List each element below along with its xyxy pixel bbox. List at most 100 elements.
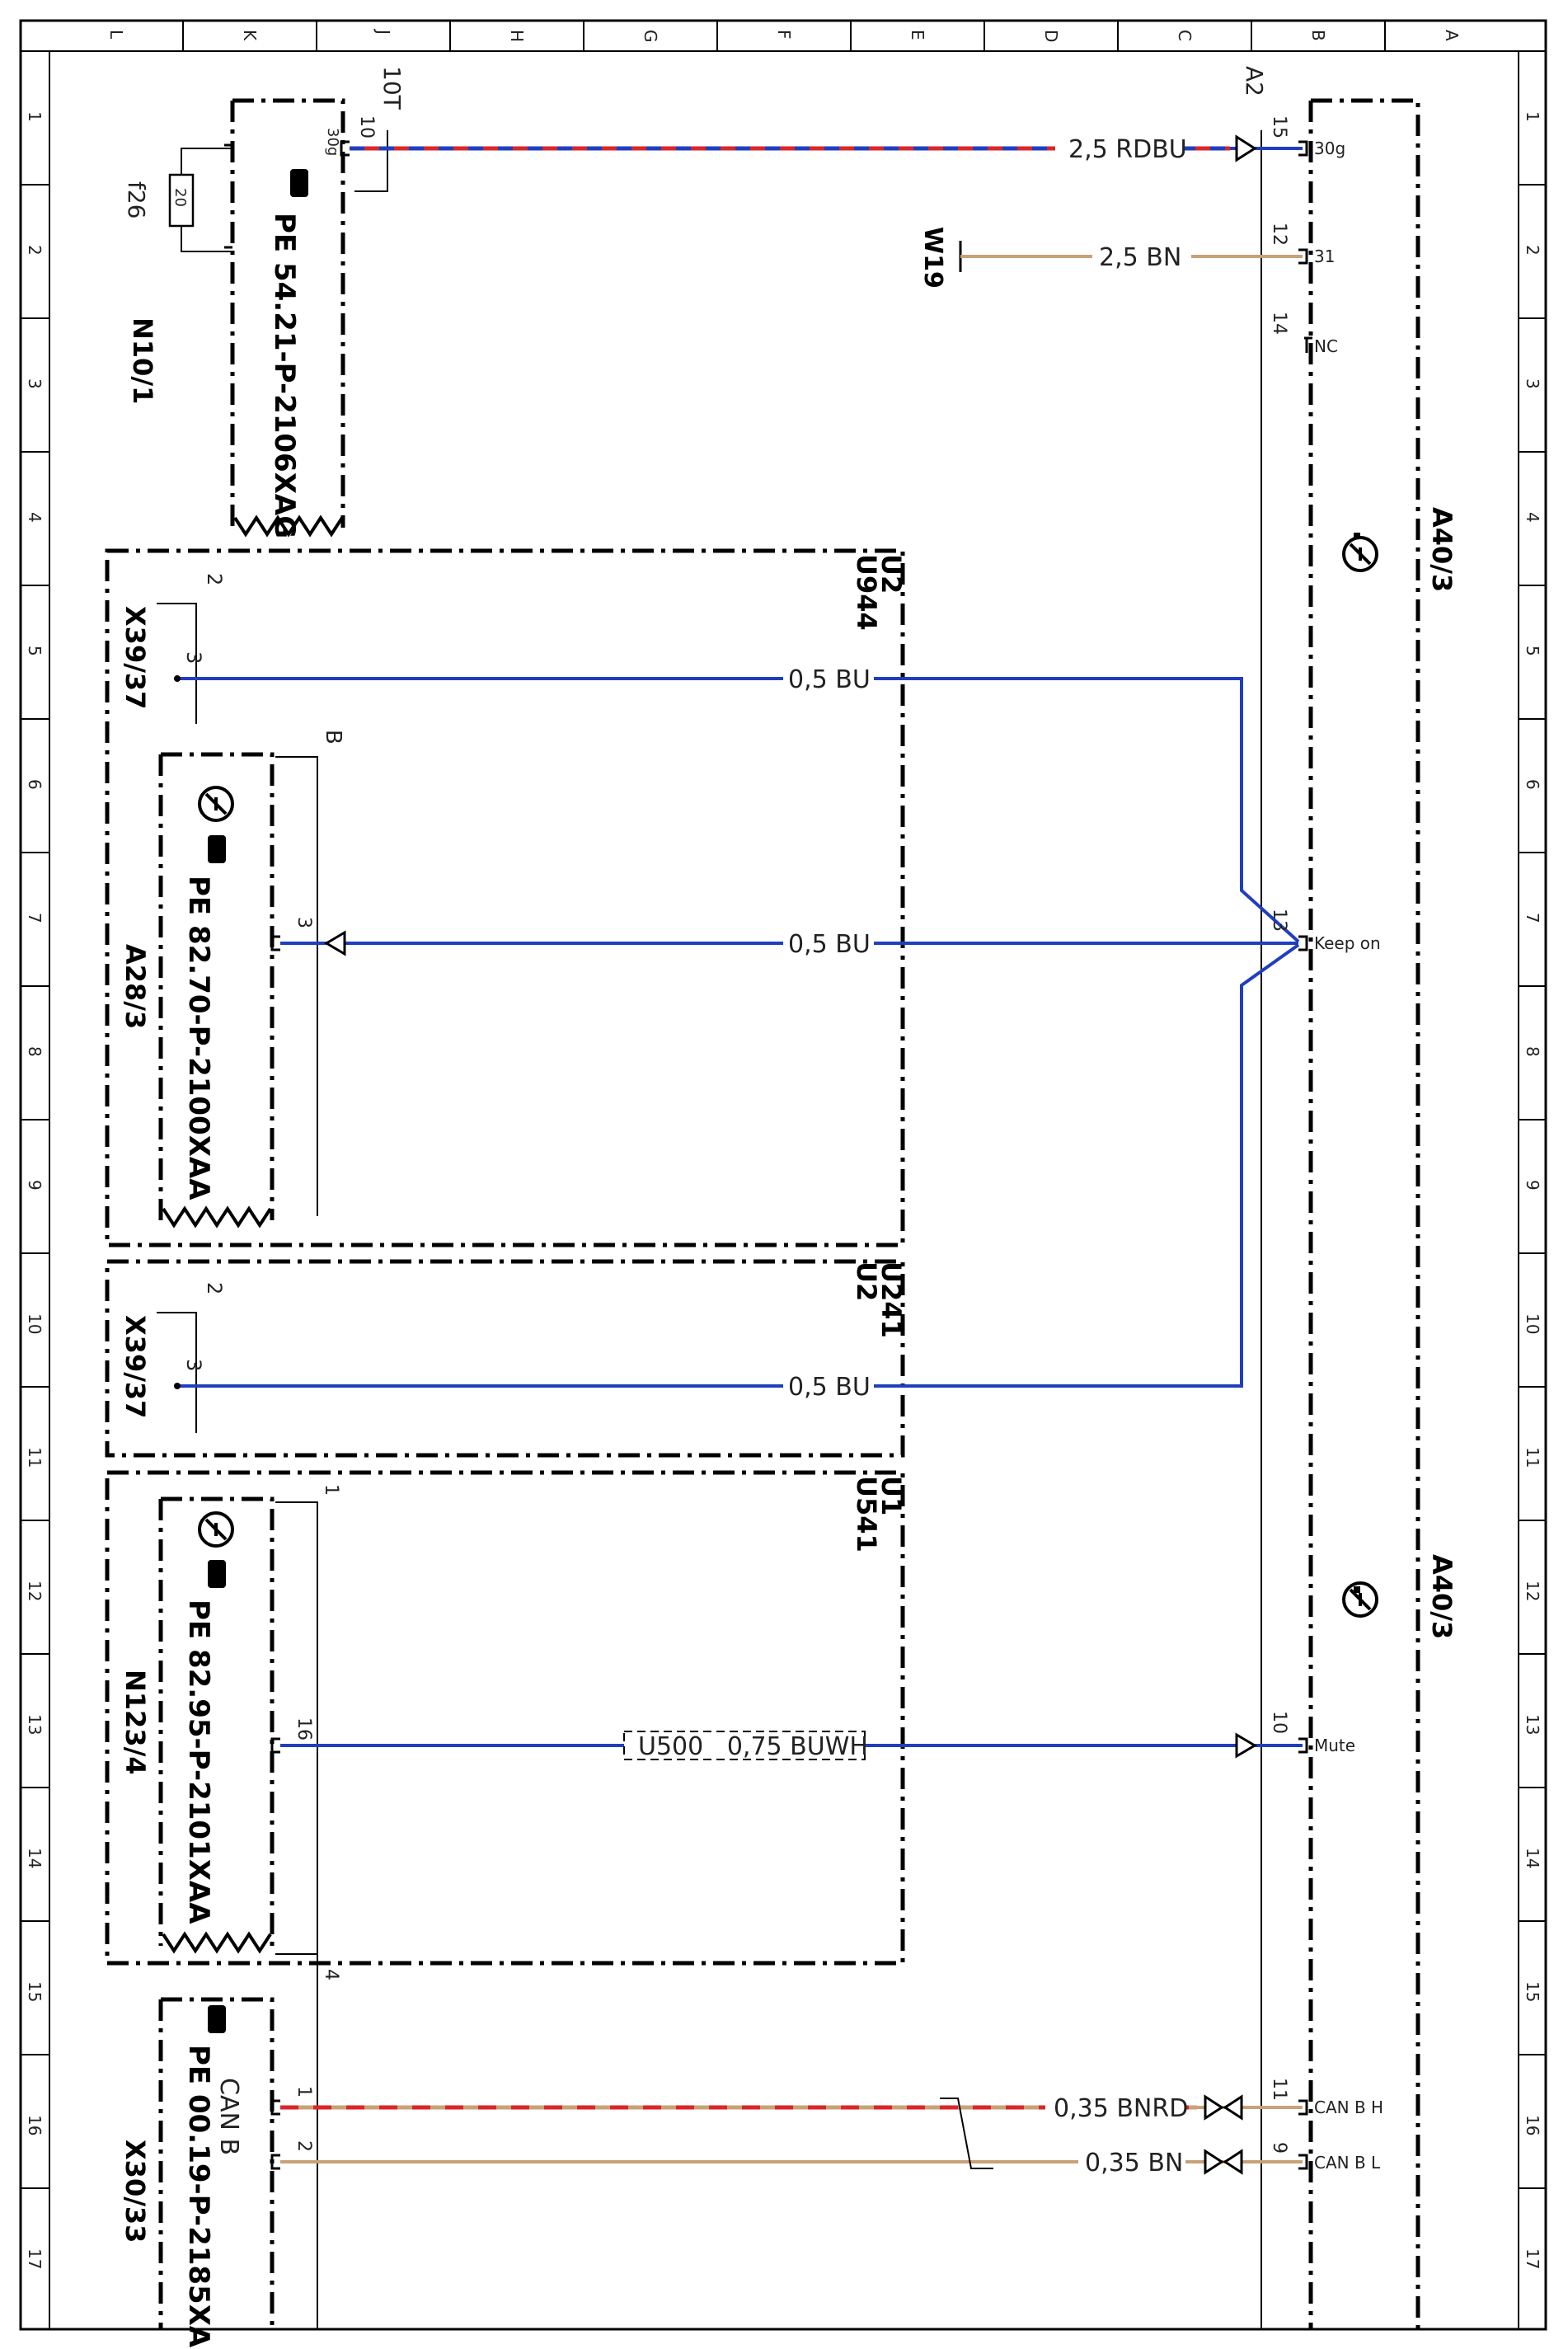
connector-arrows — [324, 134, 1257, 2175]
n10-1-30g: 30g — [324, 128, 341, 156]
row-label: 7 — [25, 913, 45, 923]
a40-pin-num: 13 — [1269, 909, 1289, 932]
a40-pin-num: 10 — [1269, 1711, 1289, 1734]
row-label: 3 — [25, 378, 45, 389]
wire-0-5-bu-a — [177, 665, 1300, 943]
row-label: 12 — [1523, 1581, 1542, 1601]
column-label: F — [774, 30, 794, 40]
row-label: 7 — [1523, 913, 1542, 923]
wire-label: U500 0,75 BUWH — [638, 1732, 868, 1761]
wire-0-35-bn — [280, 2149, 1303, 2175]
x39-37a-pin2: 2 — [203, 573, 226, 585]
u944-upper-label: U2 — [876, 554, 907, 594]
x30-33-bus: CAN B — [214, 2078, 243, 2155]
n10-1-label: N10/1 — [127, 317, 158, 404]
row-label: 15 — [25, 1981, 45, 2002]
u241-upper-label: U241 — [876, 1261, 907, 1338]
a40-pin-num: 9 — [1269, 2142, 1289, 2154]
row-label: 9 — [1523, 1180, 1542, 1191]
n10-1-pin10: 10 — [356, 115, 377, 139]
a40-pin-signal: 31 — [1314, 247, 1335, 266]
u944-lower-label: U944 — [851, 554, 882, 631]
row-label: 2 — [25, 245, 45, 256]
wire-0-5-bu-c — [177, 943, 1300, 1399]
row-label: 1 — [1523, 111, 1542, 122]
n123-4-outline — [158, 1496, 275, 1946]
column-label: G — [641, 30, 660, 43]
wire-labels: 2,5 RDBU 2,5 BN 0,5 BU 0,5 BU 0,5 BU U50… — [638, 135, 1188, 2178]
u944-outline — [105, 548, 905, 1247]
a28-3-label: A28/3 — [120, 944, 151, 1029]
electronic-module-icon — [198, 536, 1378, 1618]
wire-label: 0,35 BN — [1085, 2149, 1183, 2178]
row-label: 6 — [1523, 779, 1542, 790]
n123-4-label: N123/4 — [120, 1670, 151, 1775]
x30-33-label: X30/33 — [120, 2140, 151, 2243]
row-label: 14 — [1523, 1848, 1542, 1868]
row-label: 3 — [1523, 378, 1542, 389]
wire-label: 2,5 BN — [1099, 243, 1181, 272]
row-label: 13 — [25, 1714, 45, 1735]
n10-1-doc-ref: PE 54.21-P-2106XAG — [268, 213, 301, 538]
column-label: E — [908, 30, 927, 40]
n123-4-pin4: 4 — [321, 1969, 341, 1980]
wire-label: 0,5 BU — [788, 930, 871, 959]
a40-pin-signal: CAN B L — [1314, 2153, 1381, 2173]
n10-1-10t: 10T — [378, 66, 406, 110]
a40-pin-signal: NC — [1314, 336, 1338, 356]
column-label: H — [507, 30, 527, 42]
sheet-frame — [19, 19, 1547, 2331]
a28-3-outline — [158, 752, 275, 1220]
x30-33-doc-ref: PE 00.19-P-2185XA — [182, 2045, 215, 2348]
a40-pin-signal: Mute — [1314, 1736, 1355, 1755]
wire-label: 2,5 RDBU — [1068, 135, 1187, 164]
wire-0-5-bu-b — [280, 930, 1298, 956]
x39-37b-pin3: 3 — [182, 1359, 205, 1371]
row-label: 2 — [1523, 245, 1542, 256]
fuse-f26 — [168, 148, 232, 252]
column-label: J — [373, 28, 393, 35]
row-label: 5 — [1523, 646, 1542, 656]
twisted-pair-mark — [940, 2098, 993, 2169]
a40-pin-signal: 30g — [1314, 139, 1345, 158]
x39-37-label-b: X39/37 — [120, 1315, 151, 1418]
row-label: 10 — [1523, 1313, 1542, 1334]
row-label: 12 — [25, 1581, 45, 1601]
u541-upper-label: U1 — [876, 1476, 907, 1515]
row-label: 5 — [25, 646, 45, 656]
x30-33-pin1: 1 — [293, 2086, 314, 2098]
row-label: 9 — [25, 1180, 45, 1191]
wire-2-5-rdbu — [350, 135, 1303, 162]
row-label: 8 — [1523, 1046, 1542, 1057]
row-label: 6 — [25, 779, 45, 790]
u541-lower-label: U541 — [851, 1476, 882, 1553]
column-label: L — [106, 30, 126, 40]
n10-1-outline — [230, 98, 345, 528]
row-label: 1 — [25, 111, 45, 122]
column-label: B — [1308, 30, 1328, 41]
row-label: 8 — [25, 1046, 45, 1057]
wire-label: 0,5 BU — [788, 1373, 871, 1402]
a28-3-pin-b: B — [321, 730, 345, 745]
a28-3-doc-ref: PE 82.70-P-2100XAA — [182, 876, 215, 1200]
a40-pin-num: 12 — [1269, 223, 1289, 246]
x39-37-label-a: X39/37 — [120, 606, 151, 709]
wire-0-75-buwh — [280, 1731, 1303, 1760]
row-label: 15 — [1523, 1981, 1542, 2002]
column-label: K — [240, 30, 260, 41]
a28-3-pin3: 3 — [293, 917, 314, 928]
row-label: 17 — [25, 2248, 45, 2269]
x39-37a-pin3: 3 — [182, 651, 205, 664]
row-label: 13 — [1523, 1714, 1542, 1735]
x30-33-pin2: 2 — [293, 2140, 314, 2152]
u541-outline — [105, 1470, 905, 1966]
diagram-labels: N10/1 PE 54.21-P-2106XAG 10T 10 30g f26 … — [120, 66, 1458, 2348]
row-label: 16 — [1523, 2115, 1542, 2135]
a40-pin-num: 15 — [1269, 115, 1289, 139]
n123-4-pin16: 16 — [293, 1717, 314, 1741]
row-label: 10 — [25, 1313, 45, 1334]
